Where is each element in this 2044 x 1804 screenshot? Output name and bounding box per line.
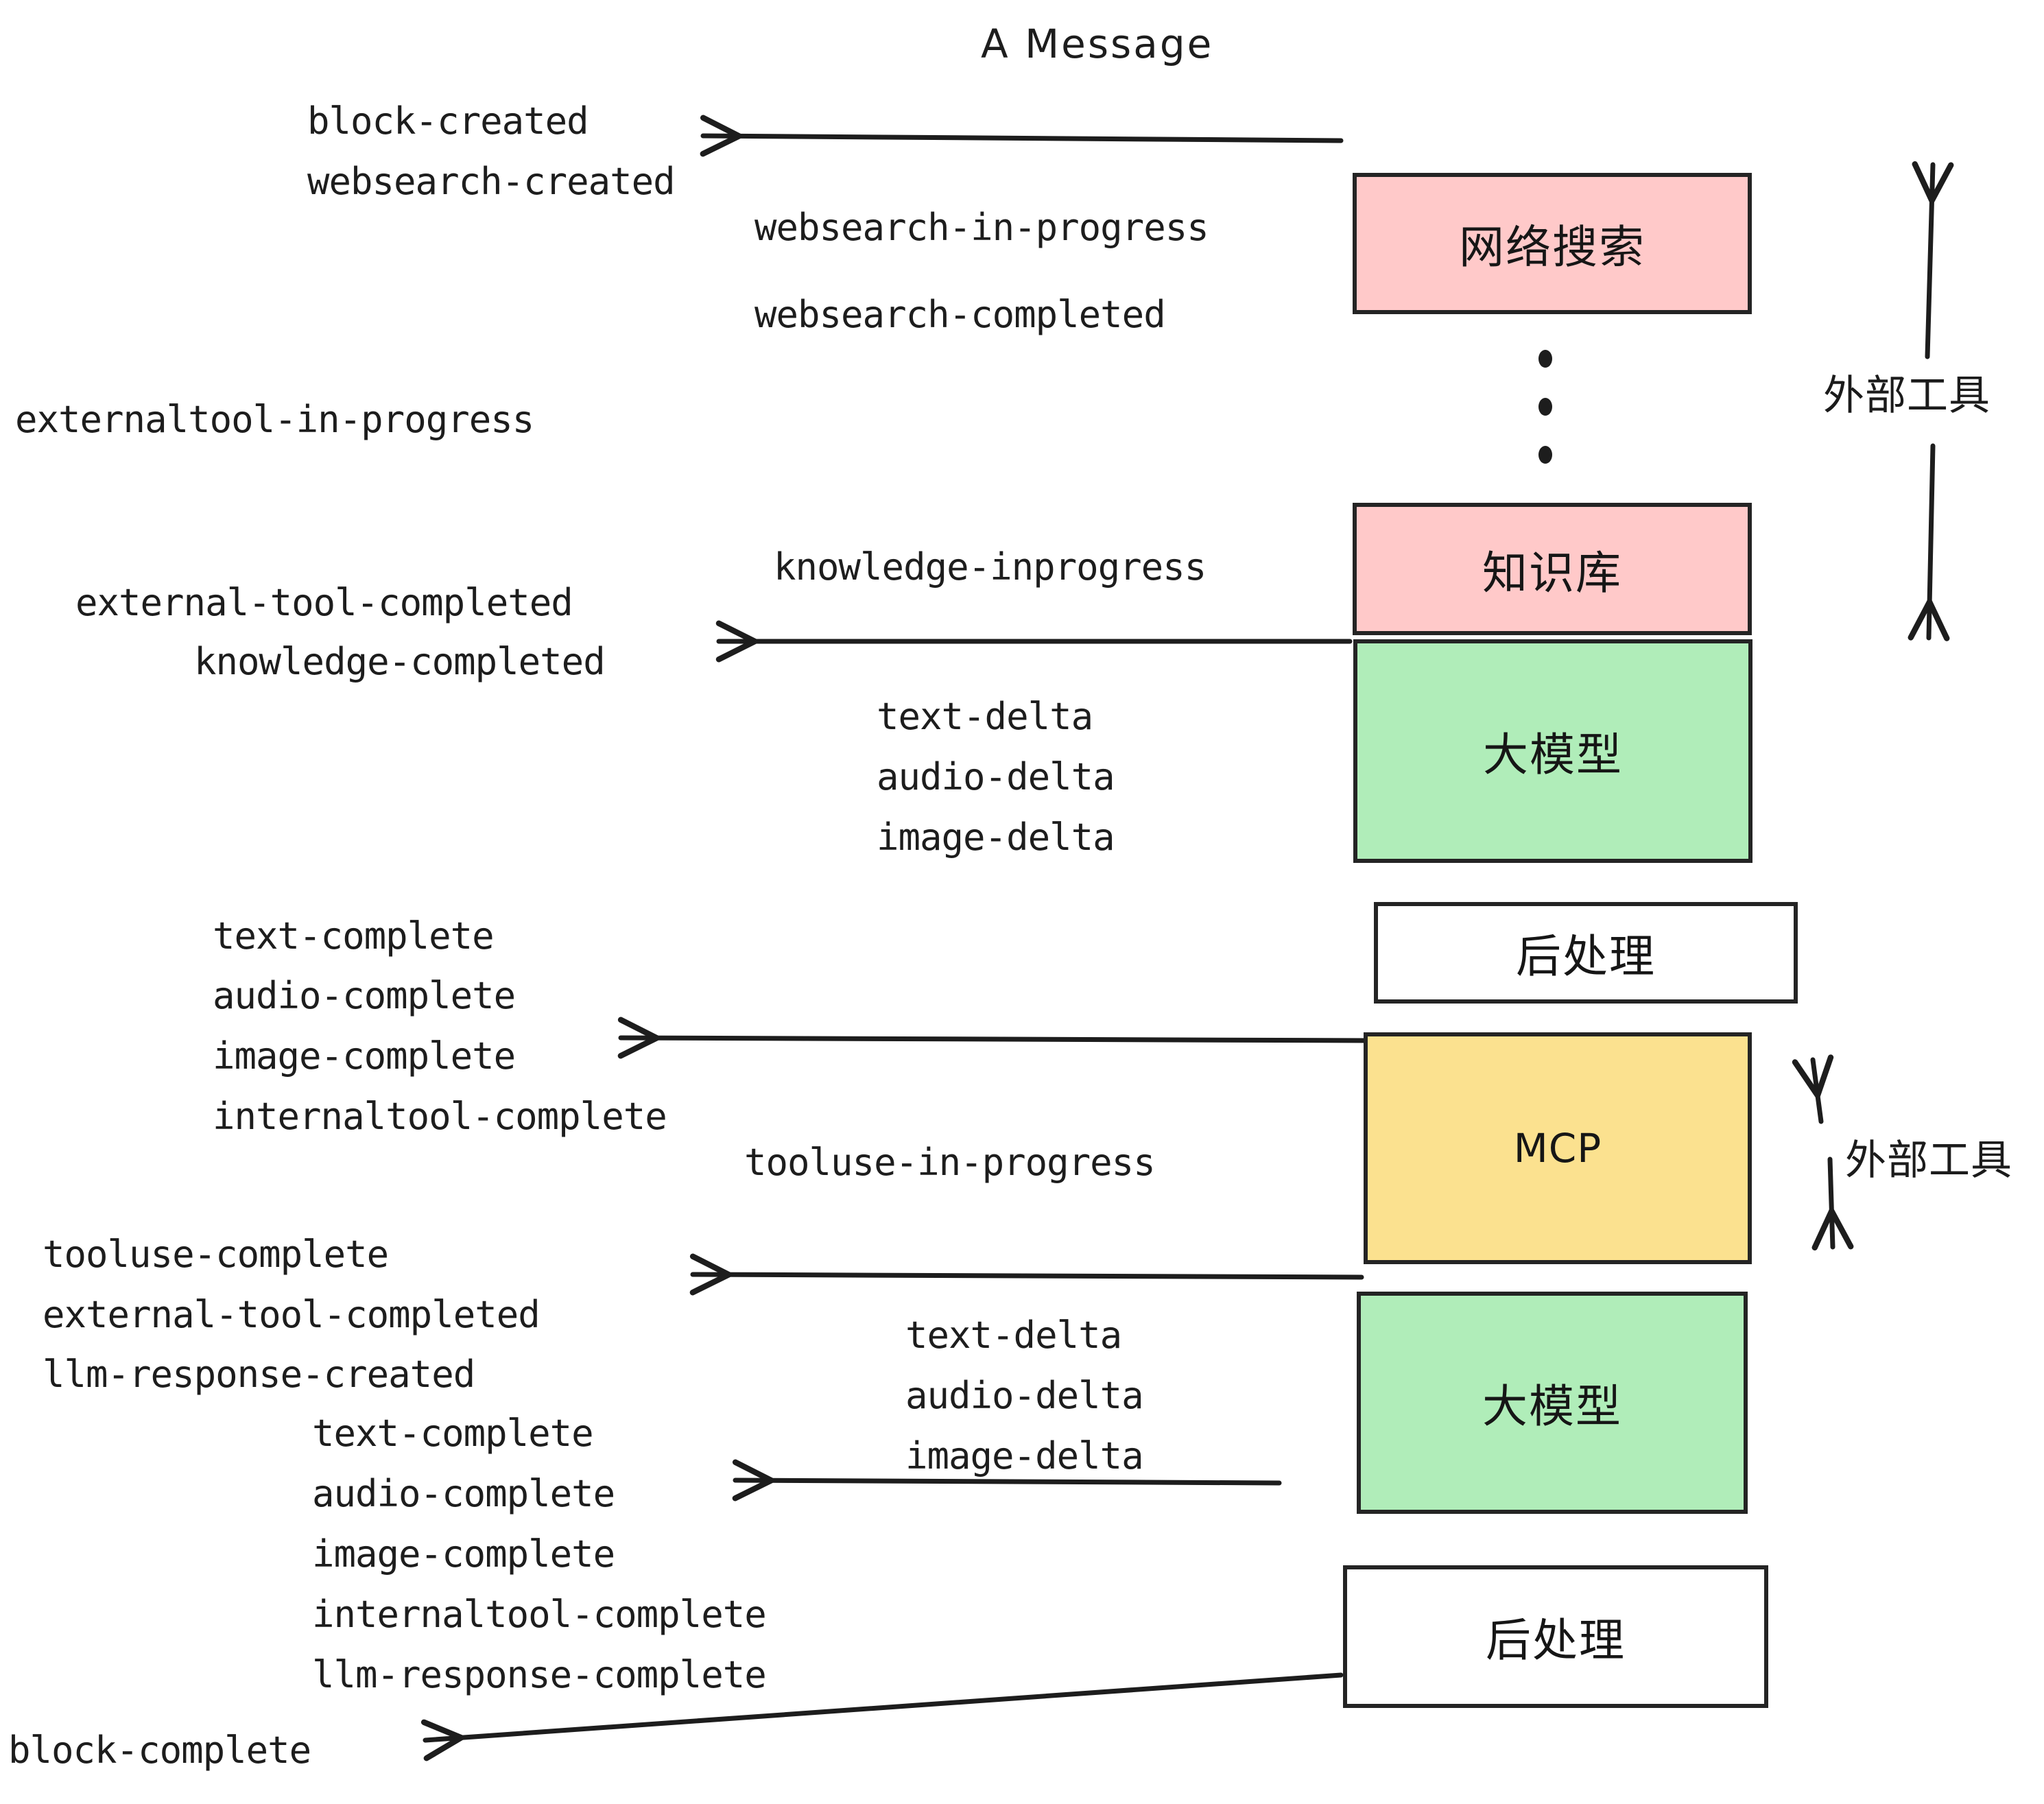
arrow-postprocess-to-imagecomplete: [617, 1017, 1371, 1059]
arrow-external-tool-bottom-down: [1811, 1156, 1854, 1251]
event-knowledge-inprogress: knowledge-inprogress: [774, 545, 1207, 589]
event-text-delta-1: text-delta: [877, 695, 1093, 738]
event-text-complete-2: text-complete: [312, 1412, 594, 1455]
event-internaltool-complete-2: internaltool-complete: [312, 1593, 767, 1636]
event-audio-complete-1: audio-complete: [213, 974, 516, 1017]
event-image-complete-2: image-complete: [312, 1532, 615, 1576]
event-audio-delta-1: audio-delta: [877, 755, 1115, 798]
node-postprocess-top[interactable]: 后处理: [1374, 902, 1798, 1004]
event-image-complete-1: image-complete: [213, 1034, 516, 1078]
event-internaltool-complete-1: internaltool-complete: [213, 1095, 667, 1138]
event-tooluse-complete: tooluse-complete: [43, 1233, 389, 1276]
diagram-title: A Message: [981, 21, 1214, 67]
event-llm-response-complete: llm-response-complete: [312, 1653, 767, 1696]
arrow-external-tool-bottom-up: [1792, 1054, 1834, 1124]
arrow-mcp-to-tooluse-complete: [689, 1253, 1364, 1296]
label-external-tool-bottom: 外部工具: [1845, 1137, 2012, 1185]
event-websearch-completed: websearch-completed: [754, 293, 1166, 336]
node-mcp-label: MCP: [1513, 1125, 1602, 1172]
label-external-tool-top: 外部工具: [1823, 372, 1990, 420]
node-knowledge-label: 知识库: [1482, 546, 1622, 600]
node-postprocess-bottom[interactable]: 后处理: [1343, 1565, 1768, 1708]
arrow-external-tool-top-down: [1908, 443, 1950, 641]
event-websearch-created: websearch-created: [307, 160, 676, 203]
event-image-delta-1: image-delta: [877, 816, 1115, 859]
node-postprocess-top-label: 后处理: [1516, 930, 1656, 983]
event-external-tool-completed-2: external-tool-completed: [43, 1293, 540, 1336]
event-llm-response-created: llm-response-created: [43, 1353, 475, 1396]
node-llm-top[interactable]: 大模型: [1353, 639, 1752, 863]
node-llm-top-label: 大模型: [1483, 728, 1623, 781]
node-websearch-label: 网络搜索: [1459, 221, 1645, 274]
arrow-llm-to-audiocomplete: [732, 1459, 1282, 1502]
event-text-complete-1: text-complete: [213, 914, 495, 958]
node-llm-bottom[interactable]: 大模型: [1357, 1292, 1748, 1514]
event-knowledge-completed: knowledge-completed: [194, 640, 606, 683]
event-block-complete: block-complete: [8, 1729, 311, 1772]
event-audio-complete-2: audio-complete: [312, 1472, 615, 1515]
event-externaltool-in-progress: externaltool-in-progress: [15, 398, 534, 441]
event-text-delta-2: text-delta: [905, 1314, 1122, 1357]
node-mcp[interactable]: MCP: [1364, 1032, 1752, 1264]
node-knowledge[interactable]: 知识库: [1353, 503, 1752, 635]
node-websearch[interactable]: 网络搜索: [1353, 173, 1752, 314]
ellipsis-dots: [1538, 350, 1552, 494]
event-tooluse-in-progress: tooluse-in-progress: [744, 1141, 1156, 1184]
arrow-external-tool-top-up: [1912, 161, 1954, 359]
event-audio-delta-2: audio-delta: [905, 1374, 1144, 1417]
event-block-created: block-created: [307, 99, 589, 143]
arrow-websearch-to-blockcreated: [700, 115, 1344, 157]
node-postprocess-bottom-label: 后处理: [1486, 1614, 1626, 1667]
node-llm-bottom-label: 大模型: [1482, 1380, 1622, 1433]
event-external-tool-completed-1: external-tool-completed: [75, 581, 573, 624]
event-image-delta-2: image-delta: [905, 1434, 1144, 1477]
event-websearch-in-progress: websearch-in-progress: [754, 206, 1209, 249]
